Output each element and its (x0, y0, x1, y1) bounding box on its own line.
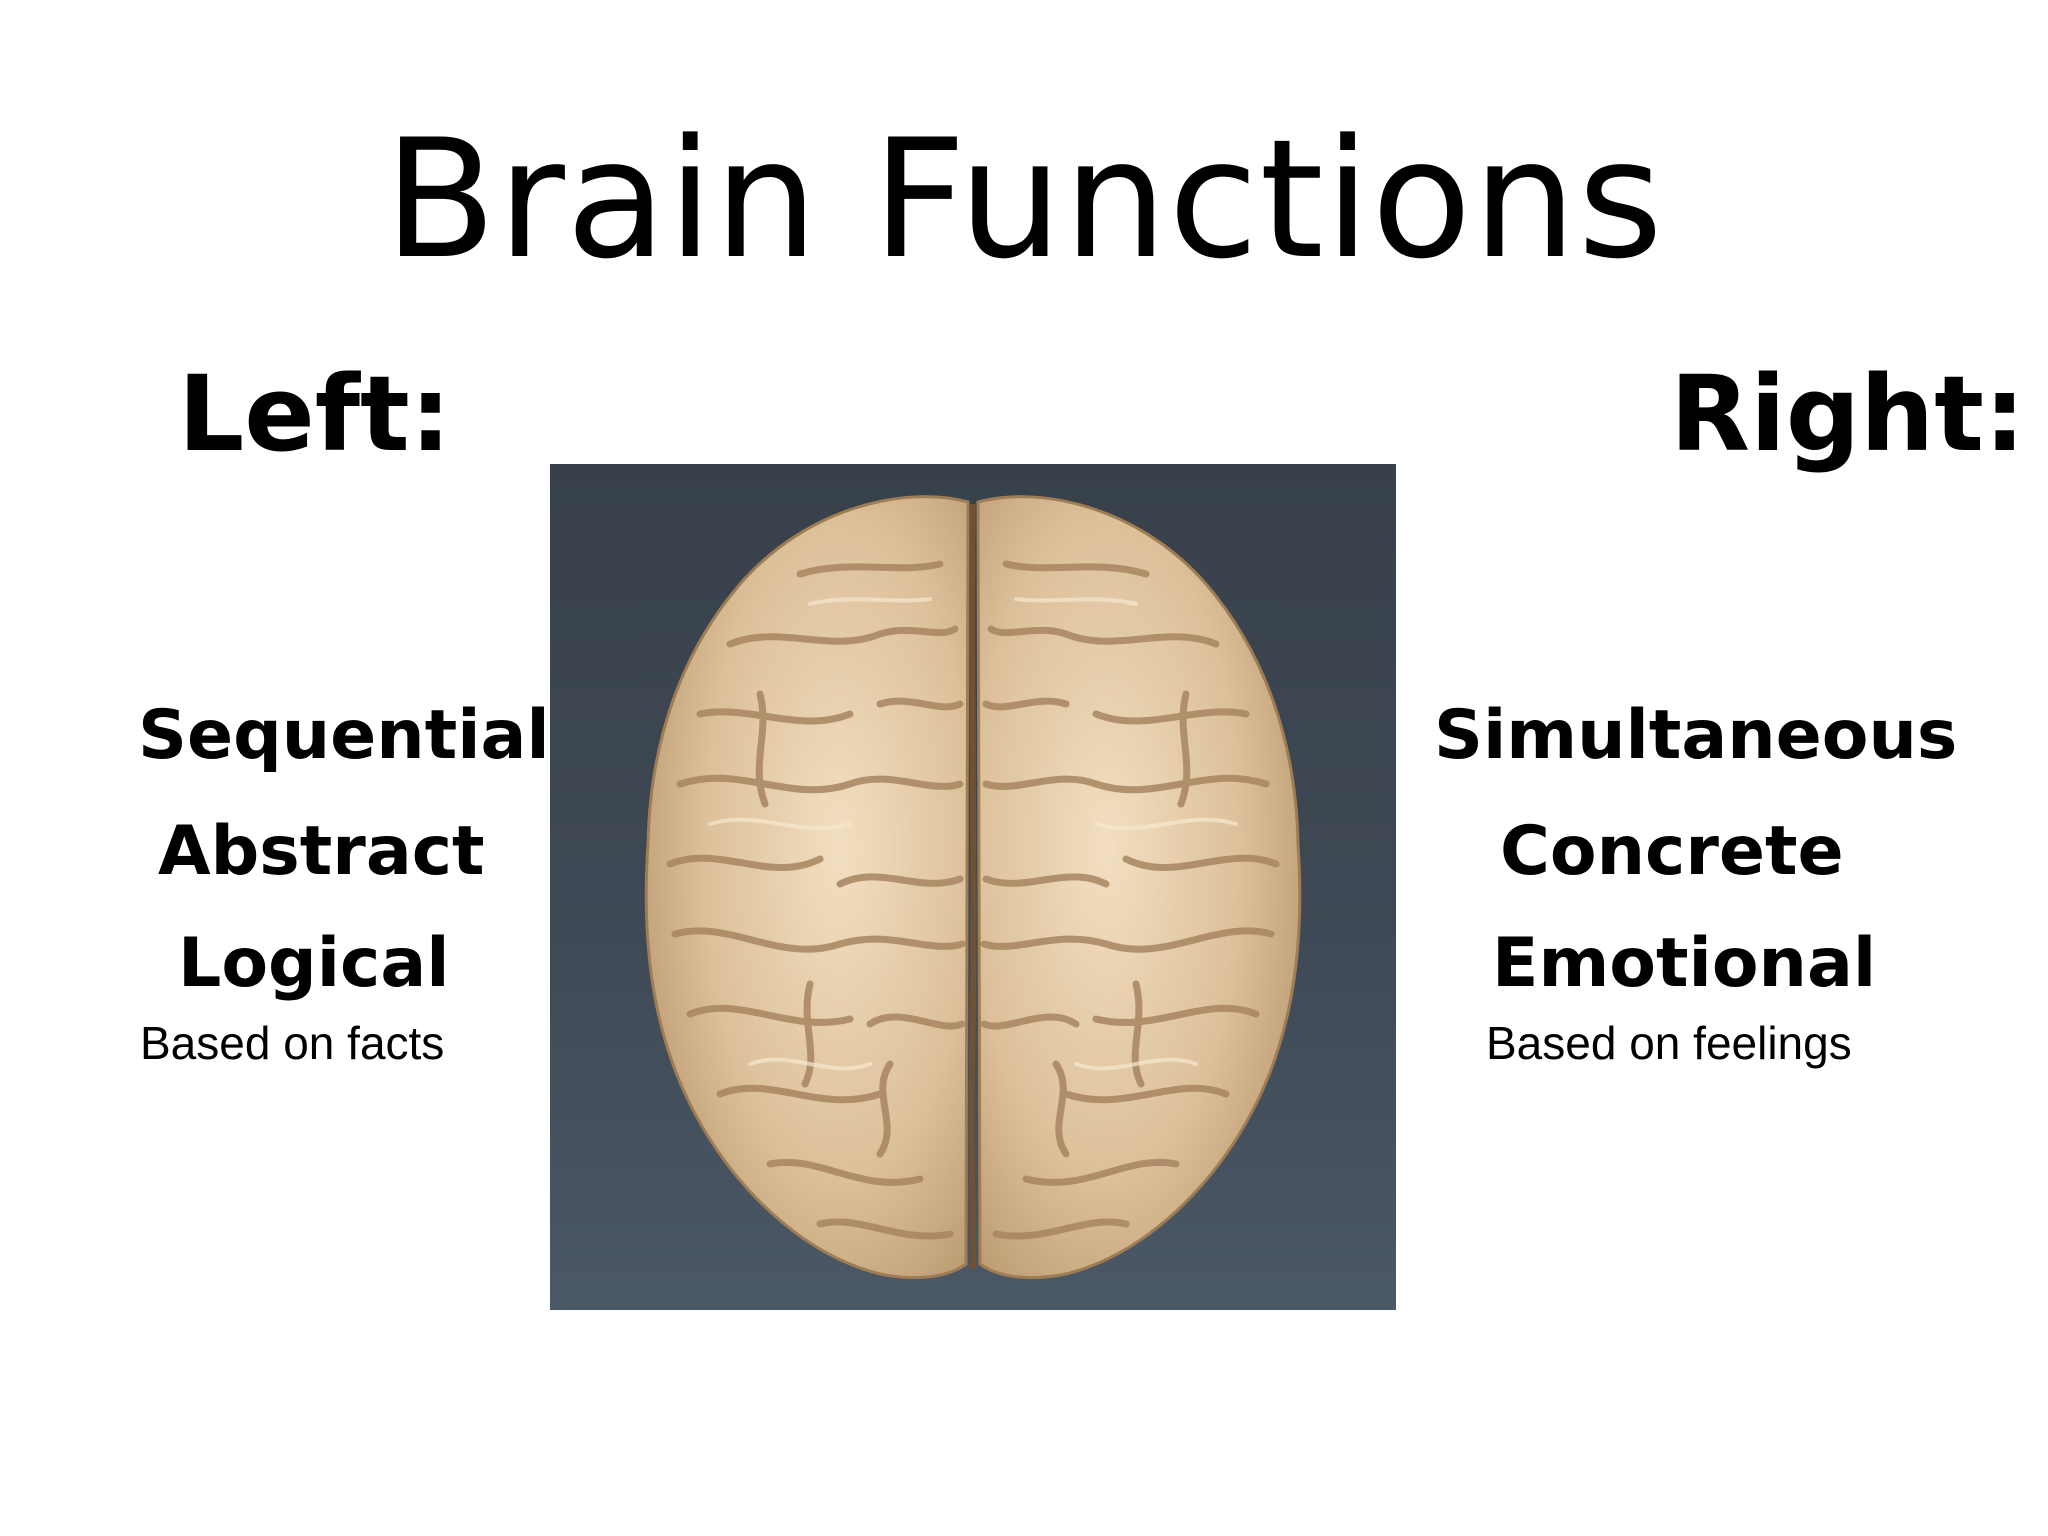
right-note: Based on feelings (1486, 1017, 1852, 1069)
left-heading: Left: (178, 353, 452, 475)
left-note: Based on facts (140, 1017, 445, 1069)
left-trait-abstract: Abstract (158, 812, 485, 891)
right-hemisphere (976, 495, 1302, 1280)
right-heading: Right: (1670, 353, 2026, 475)
left-trait-logical: Logical (178, 924, 450, 1003)
brain-image (550, 464, 1396, 1310)
right-trait-simultaneous: Simultaneous (1434, 696, 1958, 775)
left-trait-sequential: Sequential (138, 696, 550, 775)
right-trait-emotional: Emotional (1492, 924, 1877, 1003)
brain-illustration (644, 495, 1302, 1280)
slide-title: Brain Functions (383, 104, 1665, 295)
right-trait-concrete: Concrete (1500, 812, 1844, 891)
left-hemisphere (644, 495, 970, 1280)
